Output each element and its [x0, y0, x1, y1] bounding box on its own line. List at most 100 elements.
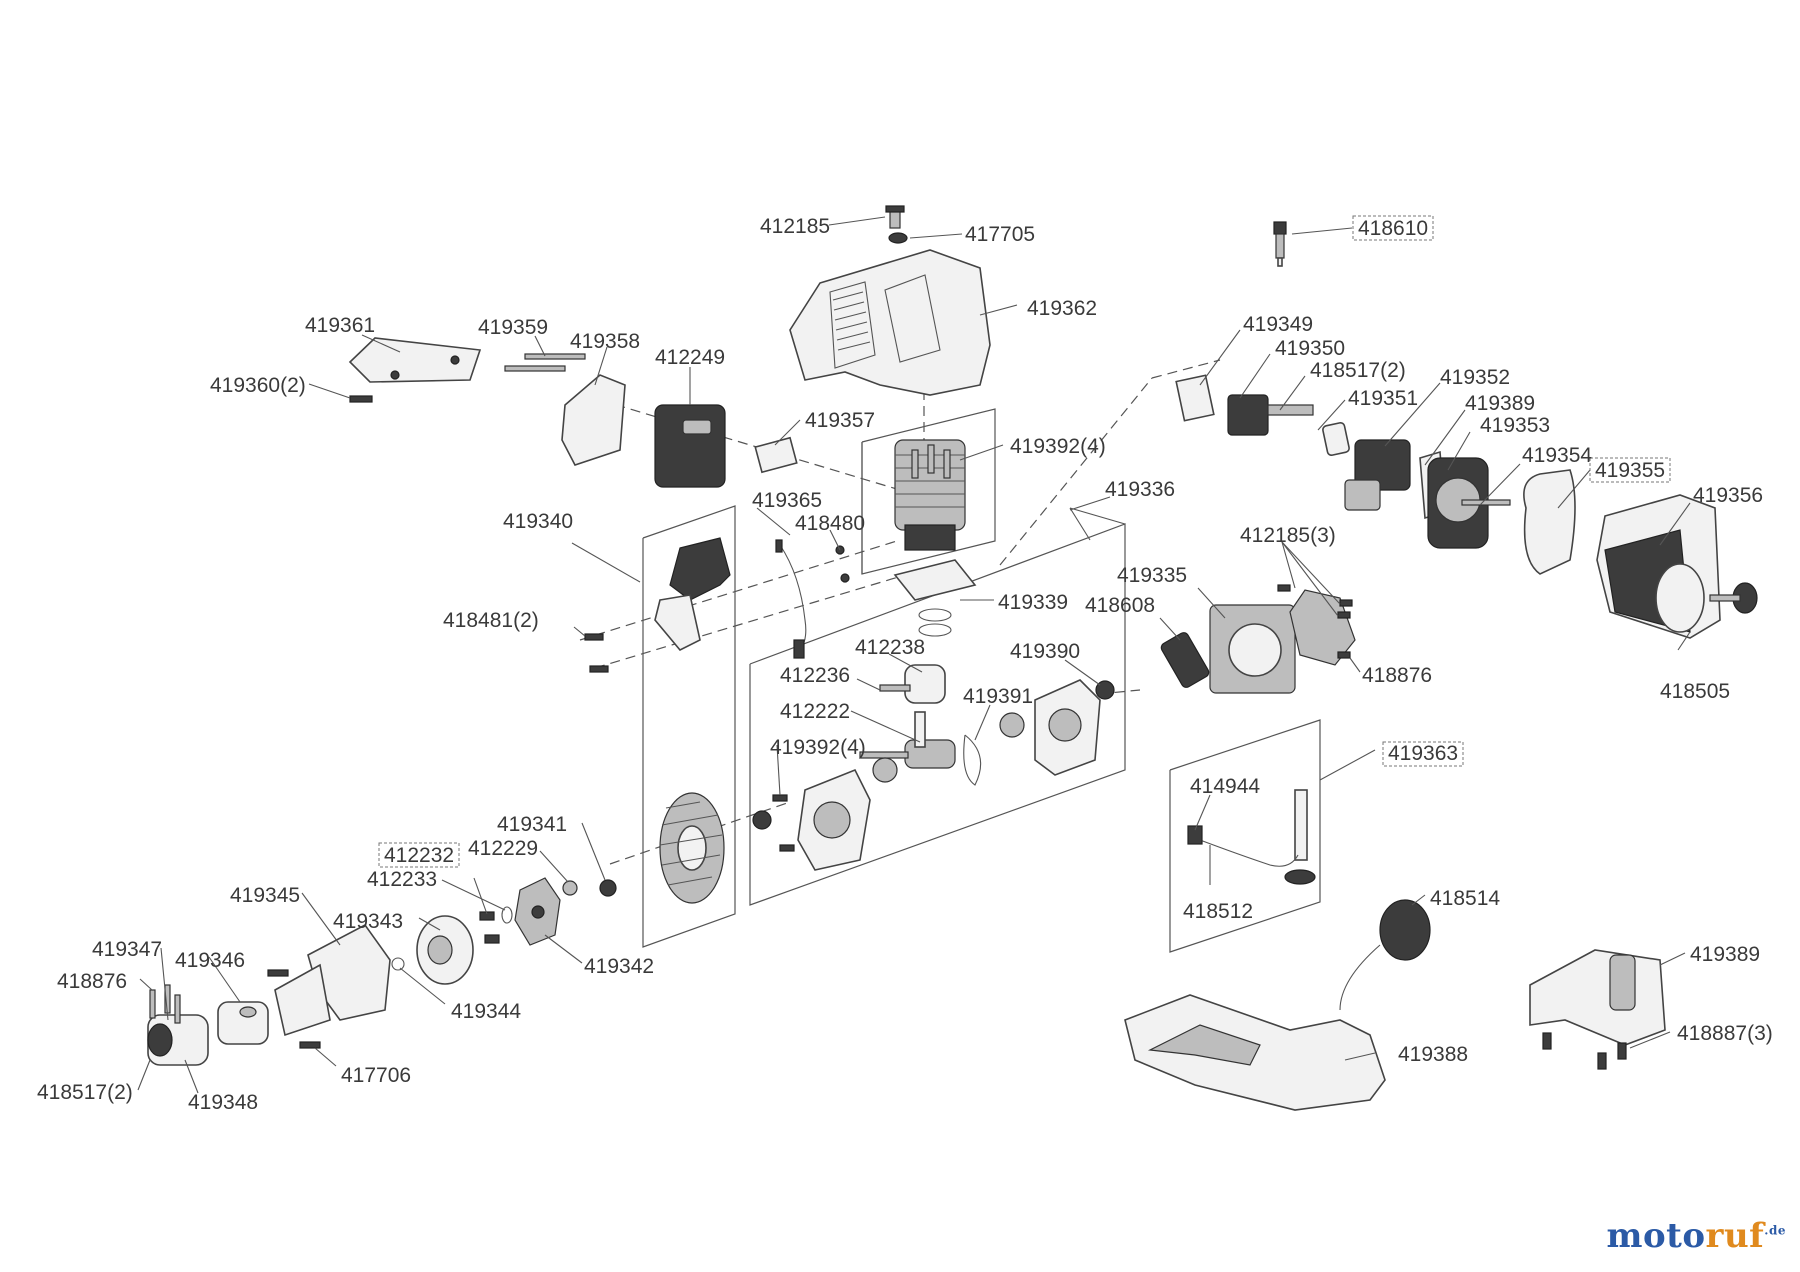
label-412236: 412236	[780, 664, 850, 687]
woodruff-key-part	[963, 734, 982, 786]
carburetor-part	[1322, 421, 1411, 511]
bracket-screws-part	[1542, 1032, 1627, 1070]
leader-lines	[137, 216, 1691, 1094]
o-rings-part	[918, 608, 952, 622]
label-418876-left: 418876	[57, 970, 127, 993]
label-412249: 412249	[655, 346, 725, 369]
shaft-sleeve-part	[217, 1001, 269, 1045]
label-419361: 419361	[305, 314, 375, 337]
label-419340: 419340	[503, 510, 573, 533]
engine-shroud-part	[789, 249, 991, 396]
washer-417705-part	[888, 232, 908, 244]
label-419336: 419336	[1105, 478, 1175, 501]
label-419357: 419357	[805, 409, 875, 432]
washer-412229-part	[562, 880, 578, 896]
label-418480: 418480	[795, 512, 865, 535]
label-418517-bottom: 418517(2)	[37, 1081, 133, 1104]
intake-manifold-part	[1227, 394, 1314, 436]
spark-plug-part	[1273, 221, 1287, 267]
label-419360: 419360(2)	[210, 374, 306, 397]
label-412238: 412238	[855, 636, 925, 659]
label-419363: 419363	[1388, 742, 1458, 765]
label-419358: 419358	[570, 330, 640, 353]
label-419391: 419391	[963, 685, 1033, 708]
label-418481: 418481(2)	[443, 609, 539, 632]
screw-412185-part	[885, 205, 905, 229]
brand-logo: motoruf.de	[1606, 1216, 1786, 1256]
clamp-screws-part	[149, 984, 181, 1024]
label-412185: 412185	[760, 215, 830, 238]
muffler-part	[654, 404, 726, 488]
label-419351: 419351	[1348, 387, 1418, 410]
label-417705: 417705	[965, 223, 1035, 246]
label-419339: 419339	[998, 591, 1068, 614]
bearing-right-part	[999, 712, 1025, 738]
label-419389-top: 419389	[1465, 392, 1535, 415]
seal-left-part	[752, 810, 772, 830]
starter-pawl-part	[1160, 632, 1210, 688]
stop-switch-washers-part	[835, 545, 850, 583]
flywheel-part	[659, 792, 725, 904]
label-412232: 412232	[384, 844, 454, 867]
air-filter-part	[1523, 469, 1576, 575]
label-419348: 419348	[188, 1091, 258, 1114]
label-419352: 419352	[1440, 366, 1510, 389]
cylinder-bolts-part	[911, 444, 951, 479]
label-419392-bottom: 419392(4)	[770, 736, 866, 759]
cover-knob-part	[1709, 582, 1758, 614]
label-419389-bottom: 419389	[1690, 943, 1760, 966]
clutch-drum-part	[416, 915, 474, 985]
assembly-frames	[579, 310, 1321, 953]
label-418505: 418505	[1660, 680, 1730, 703]
housing-screws-part	[267, 969, 321, 1049]
heat-guard-part	[561, 374, 626, 466]
label-418608: 418608	[1085, 594, 1155, 617]
carburetor-gasket-part	[1175, 374, 1215, 422]
seal-right-part	[1095, 680, 1115, 700]
label-412222: 412222	[780, 700, 850, 723]
brand-part2: ruf	[1705, 1216, 1765, 1256]
clutch-housing-part	[274, 923, 391, 1037]
label-418876-right: 418876	[1362, 664, 1432, 687]
label-419347: 419347	[92, 938, 162, 961]
label-419342: 419342	[584, 955, 654, 978]
parts	[147, 205, 1758, 1111]
mount-screws-part	[1277, 584, 1353, 659]
ignition-coil-part	[654, 537, 731, 651]
circlip-part	[391, 957, 405, 971]
label-414944: 414944	[1190, 775, 1260, 798]
crankcase-right-part	[1034, 679, 1101, 776]
label-419353: 419353	[1480, 414, 1550, 437]
label-419392-top: 419392(4)	[1010, 435, 1106, 458]
label-419359: 419359	[478, 316, 548, 339]
crankshaft-part	[859, 711, 956, 769]
label-419344: 419344	[451, 1000, 521, 1023]
brand-part1: moto	[1606, 1216, 1706, 1256]
label-419365: 419365	[752, 489, 822, 512]
bearing-left-part	[872, 757, 898, 783]
boxed-label-frames	[378, 215, 1671, 868]
part-labels: 412185 417705 418610 419362 419361 41935…	[37, 215, 1773, 1114]
label-419354: 419354	[1522, 444, 1592, 467]
label-419356: 419356	[1693, 484, 1763, 507]
fuel-cap-part	[1339, 899, 1431, 1011]
screw-419360-part	[349, 395, 373, 403]
label-419349: 419349	[1243, 313, 1313, 336]
tank-bracket-part	[1529, 949, 1666, 1046]
label-412185-3: 412185(3)	[1240, 524, 1336, 547]
air-box-screws-part	[1461, 499, 1511, 506]
brand-suffix: .de	[1764, 1223, 1786, 1238]
base-gasket-part	[893, 559, 977, 601]
label-418887: 418887(3)	[1677, 1022, 1773, 1045]
label-419335: 419335	[1117, 564, 1187, 587]
clutch-part	[514, 877, 561, 946]
muffler-cover-plate-part	[348, 337, 482, 383]
label-417706: 417706	[341, 1064, 411, 1087]
screw-419359-part	[504, 353, 586, 372]
label-419355: 419355	[1595, 459, 1665, 482]
label-418610: 418610	[1358, 217, 1428, 240]
fan-housing-part	[1209, 589, 1356, 694]
ignition-screws-part	[584, 633, 609, 673]
ignition-wire-part	[775, 539, 807, 659]
